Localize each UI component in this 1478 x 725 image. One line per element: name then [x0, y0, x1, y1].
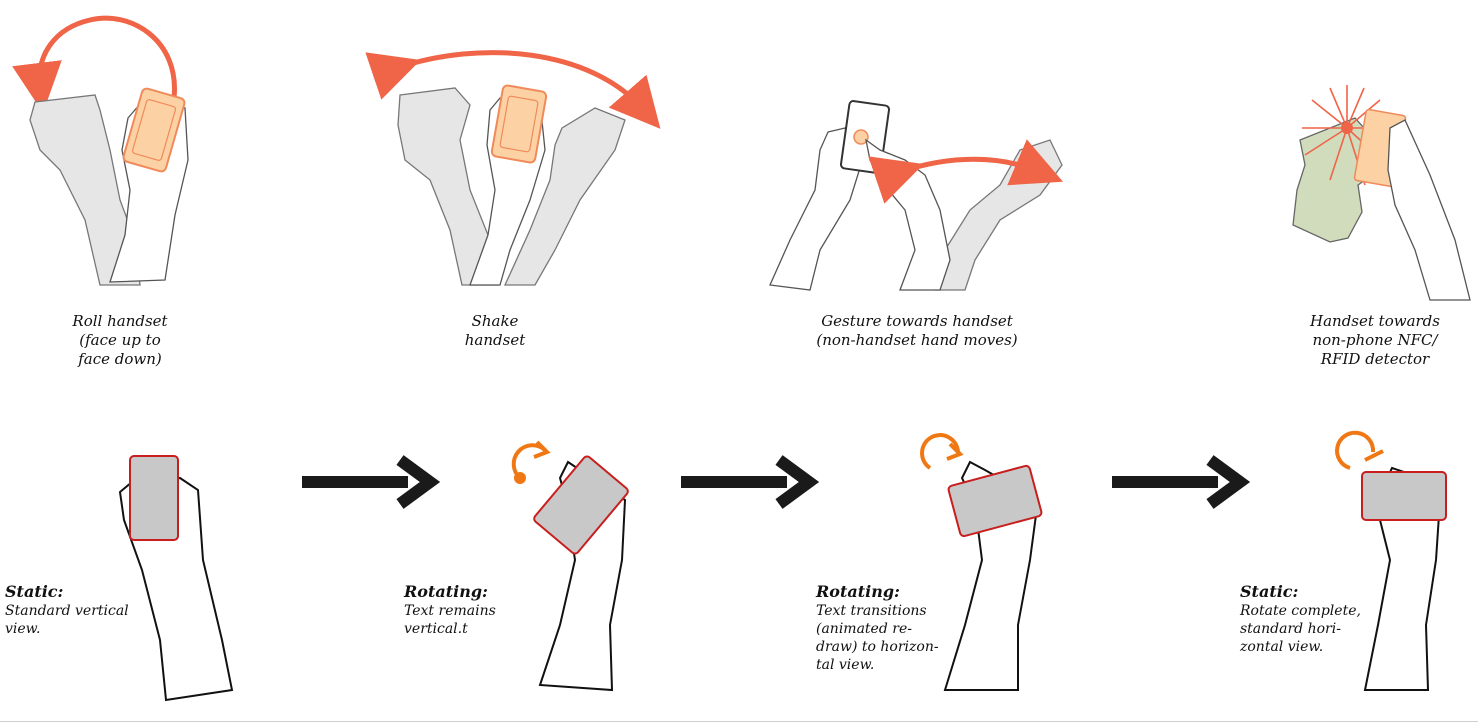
step-4-illustration [1335, 430, 1447, 691]
step-4-title: Static: [1240, 582, 1299, 601]
gesture-towards-handset-illustration [769, 100, 1064, 291]
device [947, 464, 1043, 538]
rotate-indicator [920, 433, 960, 470]
hand [1387, 119, 1471, 301]
step-3-text: Rotating: Text transitions (animated re-… [816, 582, 956, 674]
bottom-divider [0, 721, 1478, 722]
nfc-handset-illustration [1292, 85, 1471, 301]
step-3-description: Text transitions (animated re- draw) to … [816, 603, 939, 673]
step-1-description: Standard vertical view. [5, 603, 129, 637]
step-3-illustration [920, 433, 1043, 691]
caption-roll: Roll handset (face up to face down) [72, 312, 168, 368]
step-4-text: Static: Rotate complete, standard hori- … [1240, 582, 1380, 656]
step-1-text: Static: Standard vertical view. [5, 582, 145, 638]
gesture-arrow [868, 139, 1064, 204]
transition-arrow-3 [1112, 455, 1251, 509]
step-2-description: Text remains vertical.t [404, 603, 496, 637]
step-4-description: Rotate complete, standard hori- zontal v… [1240, 603, 1361, 655]
device [1361, 471, 1447, 521]
rotate-indicator [1335, 430, 1376, 470]
roll-handset-illustration [12, 15, 189, 286]
transition-arrow-1 [302, 455, 441, 509]
caption-gesture: Gesture towards handset (non-handset han… [816, 312, 1018, 349]
caption-shake: Shake handset [464, 312, 526, 349]
step-1-title: Static: [5, 582, 64, 601]
roll-arrow [12, 15, 177, 113]
background-hand [29, 94, 141, 286]
step-2-illustration [511, 440, 629, 692]
device [533, 455, 629, 555]
caption-nfc: Handset towards non-phone NFC/ RFID dete… [1310, 312, 1440, 368]
shake-handset-illustration [365, 50, 661, 286]
phone [490, 84, 548, 164]
device [129, 455, 179, 541]
shake-arrow [365, 50, 661, 129]
step-3-title: Rotating: [816, 582, 900, 601]
transition-arrow-2 [681, 455, 820, 509]
step-2-title: Rotating: [404, 582, 488, 601]
phone [122, 87, 186, 173]
background-hand-right [503, 107, 626, 286]
step-1-illustration [118, 455, 234, 702]
step-2-text: Rotating: Text remains vertical.t [404, 582, 534, 638]
